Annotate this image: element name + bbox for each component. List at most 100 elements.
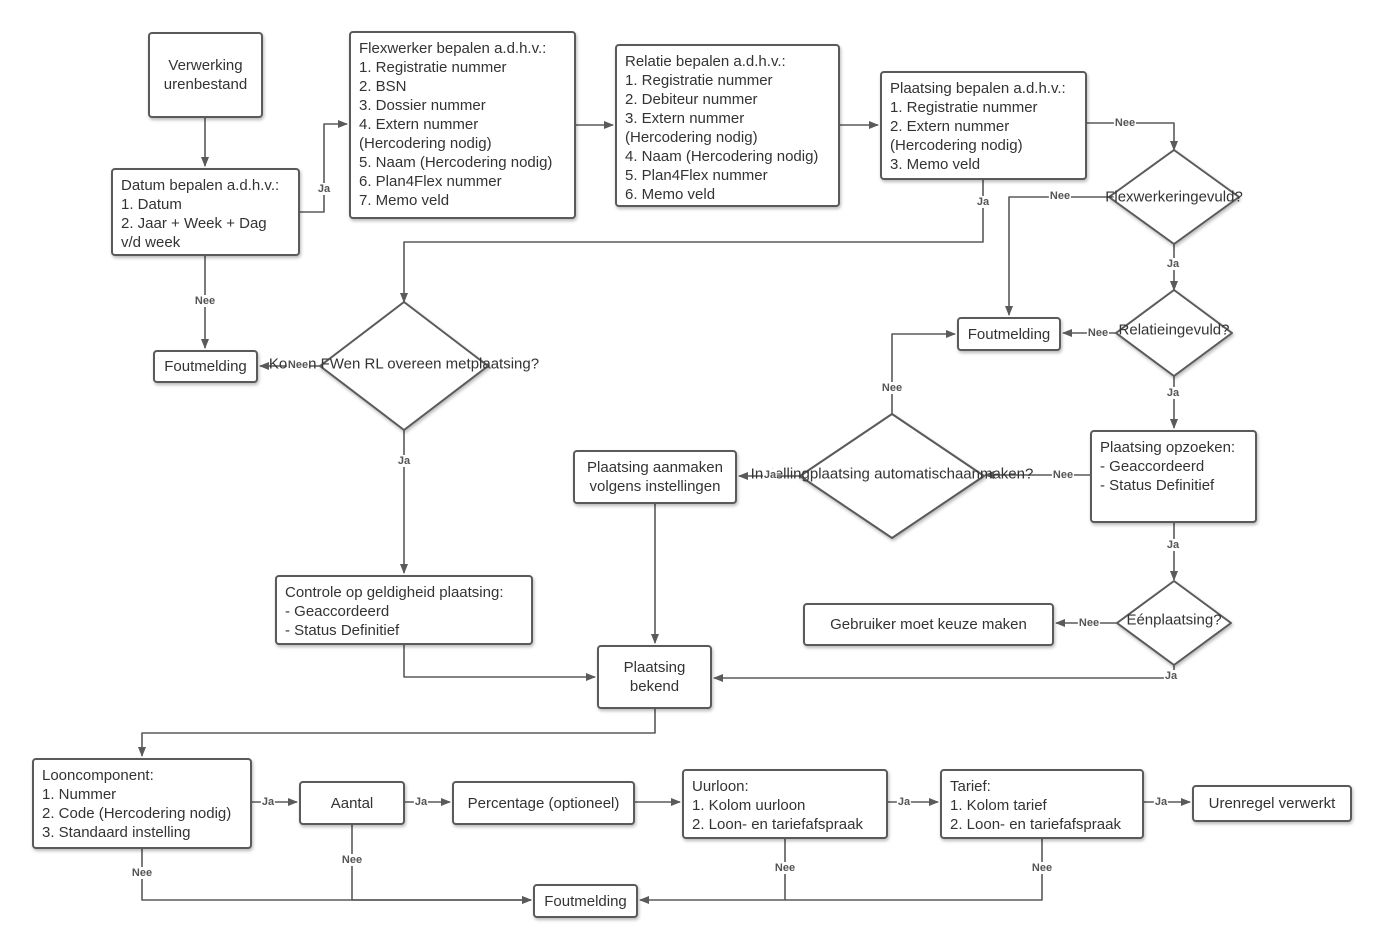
edge-label-plaatsing-ja: Ja: [975, 196, 991, 208]
node-text: Instellingplaatsing automatischaanmaken?: [751, 465, 1034, 484]
node-text: Controle op geldigheid plaatsing:- Geacc…: [285, 583, 523, 640]
node-text-line: 1. Datum: [121, 196, 182, 213]
edge-plaatsing-to-komen: [400, 180, 984, 303]
edge-label-relatie-ja: Ja: [1165, 387, 1181, 399]
decision-relatie-ingevuld: Relatieingevuld?: [1119, 321, 1230, 340]
node-text: Plaatsing bepalen a.d.h.v.:1. Registrati…: [890, 79, 1077, 174]
node-text: Eénplaatsing?: [1126, 611, 1221, 630]
diamond-flexwerker-ingevuld: [1108, 149, 1240, 245]
edge-label-loon-nee: Nee: [130, 867, 154, 879]
edge-tarief-to-foutmelding: [785, 839, 1043, 901]
node-text-line: (Hercodering nodig): [359, 135, 492, 152]
node-text-line: Plaatsing aanmaken: [587, 459, 723, 476]
decision-instelling-automatisch: Instellingplaatsing automatischaanmaken?: [751, 465, 1034, 484]
node-plaatsing-aanmaken: Plaatsing aanmaken volgens instellingen: [573, 450, 737, 504]
node-text: Plaatsing aanmaken volgens instellingen: [587, 458, 723, 496]
node-text-line: 4. Extern nummer: [359, 116, 479, 133]
node-text: Looncomponent: 1. Nummer 2. Code (Hercoder…: [42, 766, 242, 842]
node-plaatsing-bepalen: Plaatsing bepalen a.d.h.v.:1. Registrati…: [880, 71, 1087, 180]
node-text-line: Plaatsing opzoeken:: [1100, 439, 1236, 456]
node-text-line: Eén: [1126, 611, 1154, 629]
node-text-line: 1. Registratie nummer: [625, 72, 773, 89]
edge-label-plaatsing-nee: Nee: [1113, 117, 1137, 129]
node-text-line: volgens instellingen: [589, 478, 721, 495]
node-text-line: Relatie bepalen a.d.h.v.:: [625, 53, 786, 70]
edge-een-to-bekend: [713, 665, 1175, 682]
node-text-line: Foutmelding: [544, 892, 627, 910]
diamond-instelling-automatisch: [799, 413, 985, 539]
node-text: Flexwerkeringevuld?: [1105, 188, 1243, 207]
node-text-line: 2. BSN: [359, 78, 407, 95]
edge-label-tarief-nee: Nee: [1030, 862, 1054, 874]
edge-datum-to-flexwerker: [300, 120, 348, 213]
edge-label-datum-ja: Ja: [316, 183, 332, 195]
node-text-line: aanmaken?: [954, 465, 1034, 483]
node-text-line: 6. Memo veld: [625, 186, 716, 203]
decision-flexwerker-ingevuld: Flexwerkeringevuld?: [1105, 188, 1243, 207]
decision-een-plaatsing: Eénplaatsing?: [1126, 611, 1221, 630]
node-text-line: 2. Loon- en tariefafspraak: [692, 816, 863, 833]
node-text-line: 5. Plan4Flex nummer: [625, 167, 768, 184]
node-text: Gebruiker moet keuze maken: [830, 615, 1027, 634]
diamond-relatie-ingevuld: [1115, 289, 1233, 377]
edge-label-tarief-ja: Ja: [1153, 796, 1169, 808]
node-text: Percentage (optioneel): [468, 794, 620, 813]
node-text: Relatie bepalen a.d.h.v.: 1. Registratie …: [625, 52, 830, 204]
node-text: Foutmelding: [164, 357, 247, 376]
node-text-line: Tarief:: [950, 778, 991, 795]
node-text-line: Foutmelding: [967, 325, 1051, 343]
node-text-line: Instelling: [750, 465, 810, 483]
node-tarief: Tarief: 1. Kolom tarief 2. Loon- en tarief…: [940, 769, 1144, 839]
node-text-line: - Geaccordeerd: [285, 603, 390, 620]
node-gebruiker-keuze: Gebruiker moet keuze maken: [803, 603, 1054, 646]
node-text-line: - Geaccordeerd: [1100, 458, 1205, 475]
node-relatie-bepalen: Relatie bepalen a.d.h.v.: 1. Registratie …: [615, 44, 840, 207]
node-text-line: Relatie: [1118, 321, 1166, 339]
node-text-line: plaatsing?: [1153, 611, 1222, 629]
node-text-line: Verwerking: [168, 57, 243, 74]
node-text-line: 2. Code (Hercodering nodig): [42, 805, 232, 822]
node-text: Urenregel verwerkt: [1209, 794, 1336, 813]
node-text: Foutmelding: [968, 325, 1051, 344]
node-text-line: Gebruiker moet keuze maken: [830, 616, 1027, 633]
edge-label-uurloon-nee: Nee: [773, 862, 797, 874]
node-text-line: 3. Dossier nummer: [359, 97, 486, 114]
edge-uurloon-to-foutmelding: [639, 839, 786, 904]
node-text-line: - Status Definitief: [1100, 477, 1215, 494]
node-looncomponent: Looncomponent: 1. Nummer 2. Code (Hercoder…: [32, 758, 252, 849]
node-text: Aantal: [331, 794, 374, 813]
node-text-line: Aantal: [330, 794, 374, 812]
node-text-line: Uurloon:: [692, 778, 749, 795]
edge-label-opzoeken-ja: Ja: [1165, 539, 1181, 551]
node-text-line: 2. Loon- en tariefafspraak: [950, 816, 1121, 833]
node-urenregel-verwerkt: Urenregel verwerkt: [1192, 785, 1352, 822]
edge-instelling-to-foutmelding: [891, 330, 956, 414]
node-text-line: en RL overeen met: [343, 355, 471, 373]
node-text-line: 1. Registratie nummer: [359, 59, 507, 76]
node-text-line: 1. Kolom tarief: [950, 797, 1047, 814]
edge-label-flexwerker-ja: Ja: [1165, 258, 1181, 270]
edge-bekend-to-looncomponent: [138, 709, 656, 757]
node-text: Foutmelding: [544, 892, 627, 911]
diamond-komen-overeen: [319, 301, 489, 431]
edge-label-opzoeken-nee: Nee: [1051, 469, 1075, 481]
node-text-line: 6. Plan4Flex nummer: [359, 173, 502, 190]
edge-label-relatie-nee: Nee: [1086, 327, 1110, 339]
node-text-line: Plaatsing bepalen a.d.h.v.:: [890, 80, 1066, 97]
edge-label-datum-nee: Nee: [193, 295, 217, 307]
node-text-line: plaatsing automatisch: [809, 465, 955, 483]
node-text-line: Foutmelding: [164, 358, 247, 375]
edge-label-aantal-ja: Ja: [413, 796, 429, 808]
edge-label-een-nee: Nee: [1077, 617, 1101, 629]
node-text-line: Looncomponent:: [42, 767, 154, 784]
node-text-line: (Hercodering nodig): [625, 129, 758, 146]
edge-label-uurloon-ja: Ja: [896, 796, 912, 808]
edge-label-komen-nee: Nee: [286, 359, 310, 371]
node-text-line: 7. Memo veld: [359, 192, 450, 209]
node-text-line: 1. Nummer: [42, 786, 117, 803]
edge-label-instelling-nee: Nee: [880, 382, 904, 394]
